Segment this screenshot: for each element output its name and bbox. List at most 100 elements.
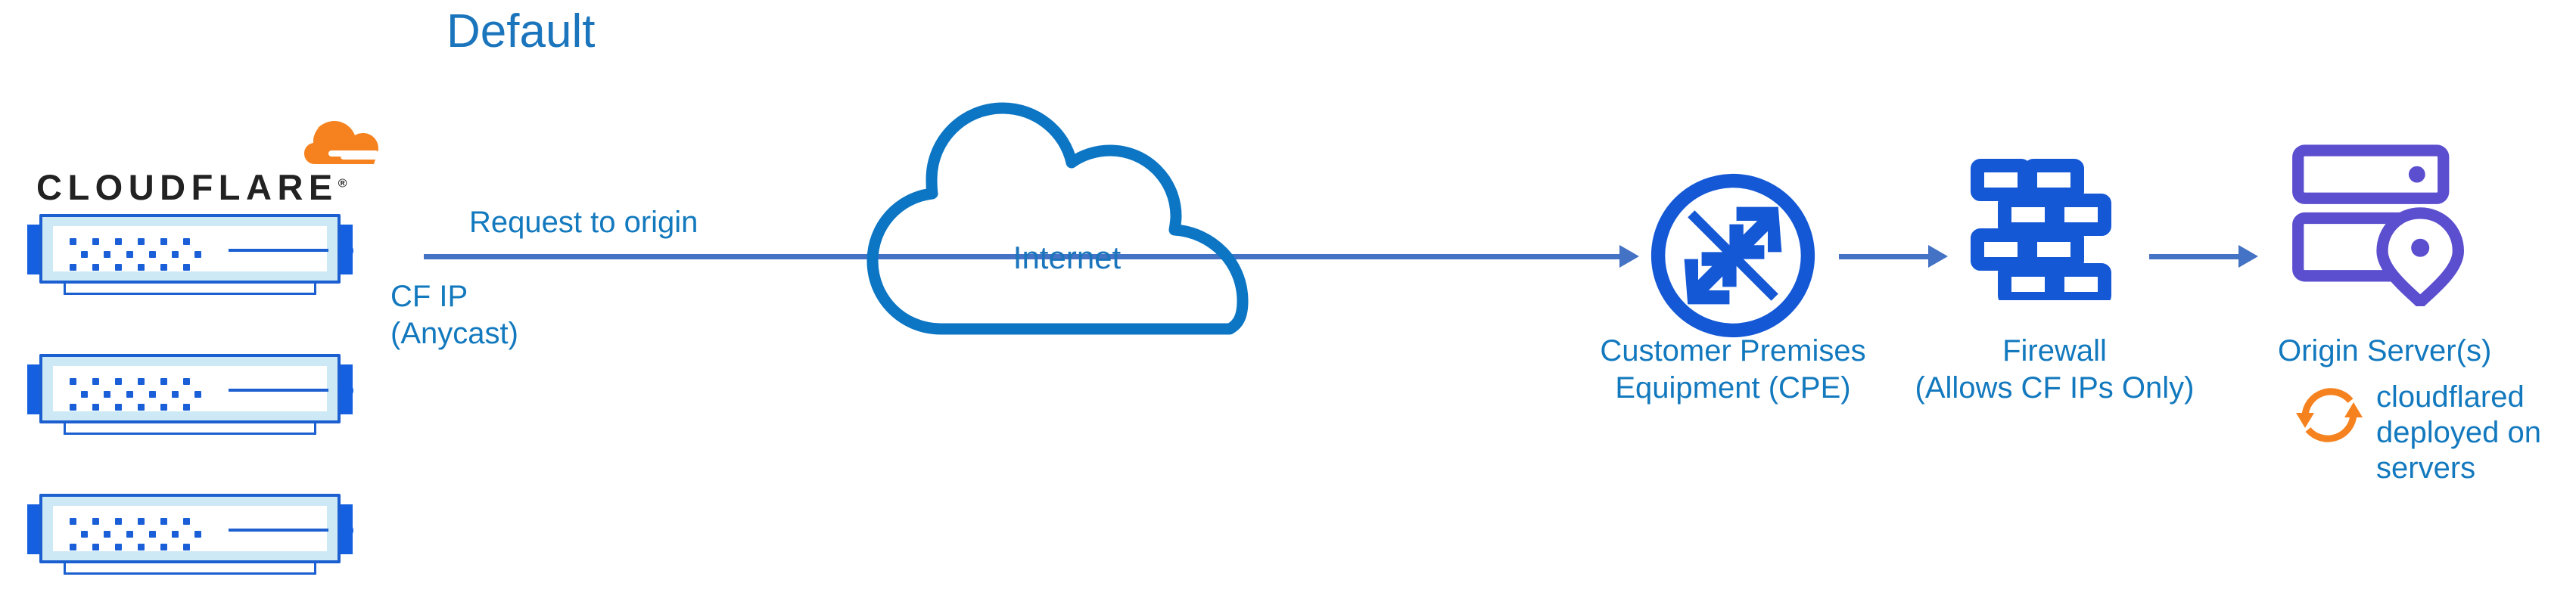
appliance-port-dot — [138, 544, 145, 550]
appliance-port-grid-icon — [70, 238, 206, 273]
cf-ip-label-line1: CF IP — [390, 280, 468, 313]
request-to-origin-label: Request to origin — [469, 206, 698, 239]
appliance-port-dot — [104, 251, 110, 258]
appliance-port-dot — [92, 238, 99, 245]
appliance-port-dot — [160, 518, 167, 525]
router-pinwheel-icon — [1650, 173, 1815, 338]
sync-arrows-icon — [2296, 388, 2363, 442]
appliance-port-dot — [115, 544, 122, 550]
server-appliance-icon — [27, 208, 353, 295]
appliance-face — [53, 226, 353, 273]
cf-ip-label-line2: (Anycast) — [390, 316, 518, 350]
appliance-port-dot — [81, 251, 88, 258]
appliance-face — [53, 366, 353, 413]
appliance-port-dot — [183, 544, 190, 550]
arrow-cpe-to-firewall-line — [1839, 254, 1928, 259]
appliance-status-line-icon — [229, 249, 328, 252]
appliance-port-dot — [183, 404, 190, 411]
cloudflared-annotation-text: cloudflared deployed on servers — [2376, 380, 2558, 487]
arrow-cpe-to-firewall-head-icon — [1928, 245, 1948, 268]
cloudflare-logo: CLOUDFLARE® — [36, 117, 384, 208]
cloudflare-cloud-logo-icon — [304, 121, 384, 164]
appliance-port-dot — [115, 238, 122, 245]
appliance-port-dot — [160, 264, 167, 271]
appliance-port-dot — [70, 518, 76, 525]
appliance-port-dot — [126, 251, 133, 258]
cpe-node — [1646, 169, 1820, 343]
appliance-port-dot — [172, 251, 179, 258]
appliance-port-dot — [183, 238, 190, 245]
appliance-port-dot — [104, 391, 110, 398]
appliance-led-icon — [339, 243, 353, 258]
appliance-port-dot — [194, 531, 201, 538]
cpe-label-line2: Equipment (CPE) — [1615, 371, 1851, 405]
appliance-port-dot — [160, 378, 167, 385]
appliance-port-dot — [172, 531, 179, 538]
server-appliance-icon — [27, 488, 353, 575]
appliance-port-dot — [149, 391, 156, 398]
appliance-port-dot — [138, 378, 145, 385]
arrow-firewall-to-origin-line — [2149, 254, 2238, 259]
page-title: Default — [446, 5, 596, 57]
cloudflared-text-line1: cloudflared — [2376, 380, 2525, 414]
appliance-port-dot — [160, 404, 167, 411]
appliance-port-dot — [81, 391, 88, 398]
appliance-port-grid-icon — [70, 518, 206, 553]
arrow-edge-to-cpe-head-icon — [1619, 245, 1639, 268]
cloudflare-wordmark-text: CLOUDFLARE — [36, 167, 338, 207]
appliance-body — [39, 354, 353, 423]
firewall-label: Firewall (Allows CF IPs Only) — [1884, 333, 2225, 407]
appliance-port-dot — [70, 544, 76, 550]
appliance-port-dot — [115, 518, 122, 525]
appliance-port-dot — [138, 518, 145, 525]
appliance-base — [64, 423, 316, 435]
appliance-port-dot — [149, 251, 156, 258]
appliance-port-dot — [81, 531, 88, 538]
appliance-port-dot — [92, 518, 99, 525]
appliance-port-dot — [138, 264, 145, 271]
firewall-label-line2: (Allows CF IPs Only) — [1915, 371, 2195, 405]
arrow-firewall-to-origin-head-icon — [2238, 245, 2258, 268]
appliance-port-dot — [70, 404, 76, 411]
appliance-base — [64, 284, 316, 295]
appliance-port-grid-icon — [70, 378, 206, 413]
appliance-port-dot — [92, 544, 99, 550]
appliance-port-dot — [115, 404, 122, 411]
appliance-status-line-icon — [229, 389, 328, 392]
appliance-port-dot — [194, 251, 201, 258]
cloudflare-wordmark: CLOUDFLARE® — [36, 166, 347, 208]
appliance-port-dot — [92, 378, 99, 385]
server-appliance-icon — [27, 348, 353, 435]
appliance-port-dot — [183, 378, 190, 385]
appliance-port-dot — [194, 391, 201, 398]
appliance-port-dot — [70, 378, 76, 385]
origin-server-node — [2291, 140, 2473, 309]
appliance-base — [64, 563, 316, 575]
appliance-port-dot — [183, 264, 190, 271]
firewall-label-line1: Firewall — [2002, 334, 2107, 367]
cloudflared-text-line3: servers — [2376, 451, 2476, 485]
appliance-port-dot — [115, 378, 122, 385]
appliance-port-dot — [183, 518, 190, 525]
appliance-port-dot — [92, 264, 99, 271]
appliance-led-icon — [339, 523, 353, 538]
appliance-port-dot — [160, 544, 167, 550]
appliance-port-dot — [172, 391, 179, 398]
internet-label: Internet — [1013, 240, 1122, 275]
firewall-node — [1965, 149, 2117, 305]
appliance-status-line-icon — [229, 529, 328, 532]
cf-ip-label: CF IP (Anycast) — [390, 278, 518, 352]
appliance-port-dot — [70, 238, 76, 245]
cpe-label-line1: Customer Premises — [1600, 334, 1866, 367]
cloud-icon — [866, 102, 1249, 335]
appliance-led-icon — [339, 383, 353, 398]
appliance-port-dot — [160, 238, 167, 245]
appliance-port-dot — [92, 404, 99, 411]
appliance-port-dot — [138, 404, 145, 411]
server-rack-location-pin-icon — [2292, 144, 2464, 309]
appliance-port-dot — [115, 264, 122, 271]
brick-wall-icon — [1971, 159, 2111, 305]
appliance-face — [53, 506, 353, 553]
appliance-port-dot — [126, 531, 133, 538]
